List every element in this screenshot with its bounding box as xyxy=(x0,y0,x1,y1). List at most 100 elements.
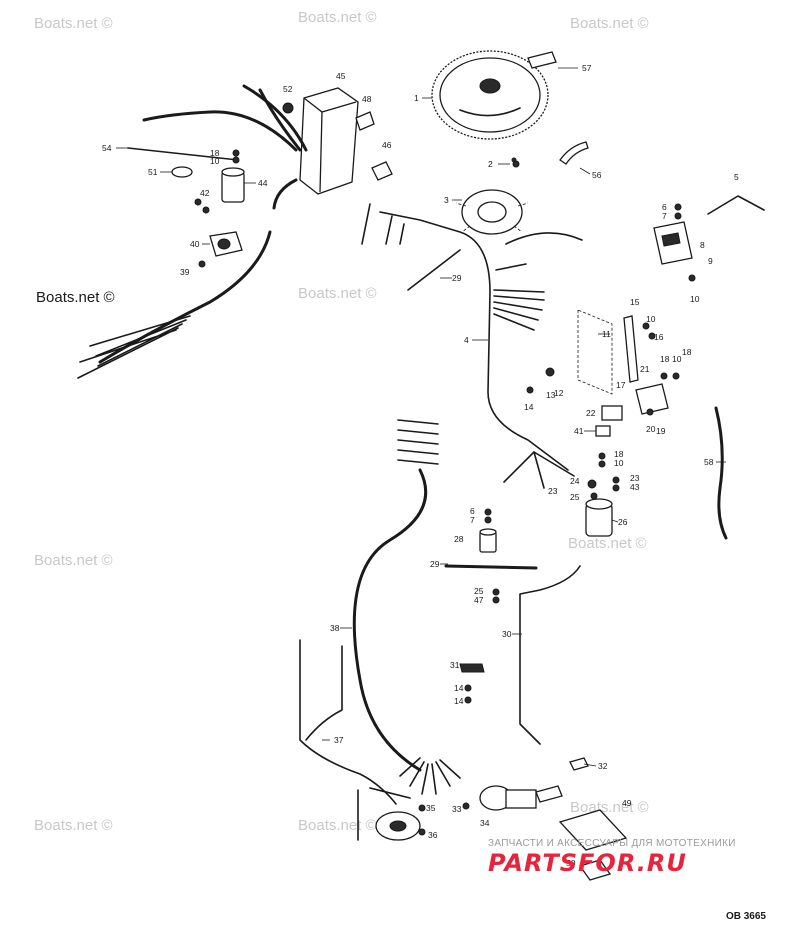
clip-31 xyxy=(459,663,485,673)
callout-label: 46 xyxy=(382,140,392,150)
watermark: Boats.net © xyxy=(34,552,113,569)
callout-label: 14 xyxy=(454,683,464,693)
wire-29 xyxy=(444,564,538,570)
regulator xyxy=(635,383,669,415)
callout-label: 15 xyxy=(630,297,640,307)
cable-leads xyxy=(77,315,191,379)
cable-30 xyxy=(519,565,581,745)
warning-horn xyxy=(375,811,421,841)
callout-label: 40 xyxy=(190,239,200,249)
callout-label: 18 xyxy=(660,354,670,364)
cable-38 xyxy=(352,468,428,772)
callout-label: 7 xyxy=(662,211,667,221)
watermark: Boats.net © xyxy=(298,817,377,834)
callout-label: 28 xyxy=(454,534,464,544)
callout-label: 48 xyxy=(362,94,372,104)
callout-label: 7 xyxy=(470,515,475,525)
callout-label: 29 xyxy=(430,559,440,569)
callout-label: 19 xyxy=(656,426,666,436)
main-harness xyxy=(379,211,569,471)
wire-5 xyxy=(707,195,765,215)
callout-label: 56 xyxy=(592,170,602,180)
callout-label: 42 xyxy=(200,188,210,198)
callout-label: 24 xyxy=(570,476,580,486)
banner-tagline: ЗАПЧАСТИ И АКСЕССУАРЫ ДЛЯ МОТОТЕХНИКИ xyxy=(488,838,736,849)
document-number: OB 3665 xyxy=(725,911,766,922)
callout-label: 41 xyxy=(574,426,584,436)
callout-label: 11 xyxy=(602,329,611,339)
harness-branch xyxy=(361,203,405,245)
plate-49 xyxy=(558,809,628,851)
harness-branch xyxy=(505,232,583,245)
watermark: Boats.net © xyxy=(36,289,115,306)
callout-label: 43 xyxy=(630,482,640,492)
callout-label: 18 xyxy=(614,449,624,459)
callout-label: 18 xyxy=(210,148,220,158)
callout-label: 18 xyxy=(682,347,692,357)
spark-plug-lead xyxy=(242,84,308,152)
callout-label: 29 xyxy=(452,273,462,283)
callout-label: 20 xyxy=(646,424,656,434)
callout-label: 3 xyxy=(444,195,449,205)
harness-branch xyxy=(493,289,545,331)
bracket xyxy=(577,309,613,395)
callout-label: 45 xyxy=(336,71,346,81)
watermark: Boats.net © xyxy=(34,817,113,834)
callout-label: 34 xyxy=(480,818,490,828)
callout-label: 36 xyxy=(428,830,438,840)
callout-label: 22 xyxy=(586,408,596,418)
cable-37-branch xyxy=(357,787,411,841)
spark-plug-lead xyxy=(142,110,298,152)
watermark: Boats.net © xyxy=(570,799,649,816)
callout-label: 8 xyxy=(700,240,705,250)
callout-label: 52 xyxy=(283,84,293,94)
rectifier-coil xyxy=(209,231,243,257)
banner-brand: PARTSFOR.RU xyxy=(488,849,687,877)
callout-label: 16 xyxy=(654,332,664,342)
stator xyxy=(455,189,529,235)
starter-solenoid xyxy=(585,498,613,537)
wire-29 xyxy=(407,249,461,291)
callout-label: 14 xyxy=(524,402,534,412)
site-banner: ЗАПЧАСТИ И АКСЕССУАРЫ ДЛЯ МОТОТЕХНИКИ PA… xyxy=(488,838,788,877)
callout-label: 6 xyxy=(470,506,475,516)
flywheel xyxy=(431,50,549,140)
key-switch xyxy=(479,785,563,811)
nut xyxy=(282,102,294,114)
callout-label: 26 xyxy=(618,517,628,527)
callout-label: 10 xyxy=(690,294,700,304)
callout-label: 35 xyxy=(426,803,436,813)
callouts: 57 1 52 45 48 54 18 10 51 44 42 46 2 56 … xyxy=(102,63,739,868)
terminal-block xyxy=(623,315,639,383)
connector-38 xyxy=(397,419,439,465)
callout-label: 47 xyxy=(474,595,484,605)
cable-37 xyxy=(299,639,397,805)
ground-wire xyxy=(127,147,239,161)
callout-label: 2 xyxy=(488,159,493,169)
watermark: Boats.net © xyxy=(570,15,649,32)
callout-label: 14 xyxy=(454,696,464,706)
callout-label: 23 xyxy=(548,486,558,496)
spark-plug-lead xyxy=(258,88,302,152)
callout-label: 49 xyxy=(622,798,632,808)
callout-label: 10 xyxy=(210,156,220,166)
watermark: Boats.net © xyxy=(568,535,647,552)
callout-label: 38 xyxy=(330,623,340,633)
flywheel-key xyxy=(527,51,557,69)
label-41 xyxy=(595,425,611,437)
harness-branch xyxy=(495,263,527,271)
hardware xyxy=(194,149,696,836)
main-cable xyxy=(98,230,272,364)
callout-label: 10 xyxy=(646,314,656,324)
callout-label: 23 xyxy=(630,473,640,483)
callout-label: 50 xyxy=(566,858,576,868)
watermarks: Boats.net © Boats.net © Boats.net © Boat… xyxy=(34,9,649,834)
callout-label: 58 xyxy=(704,457,714,467)
callout-label: 5 xyxy=(734,172,739,182)
callout-label: 12 xyxy=(554,388,564,398)
spark-plug-lead xyxy=(272,178,298,210)
watermark: Boats.net © xyxy=(298,285,377,302)
plate-50 xyxy=(578,859,612,881)
grommet xyxy=(171,166,193,178)
